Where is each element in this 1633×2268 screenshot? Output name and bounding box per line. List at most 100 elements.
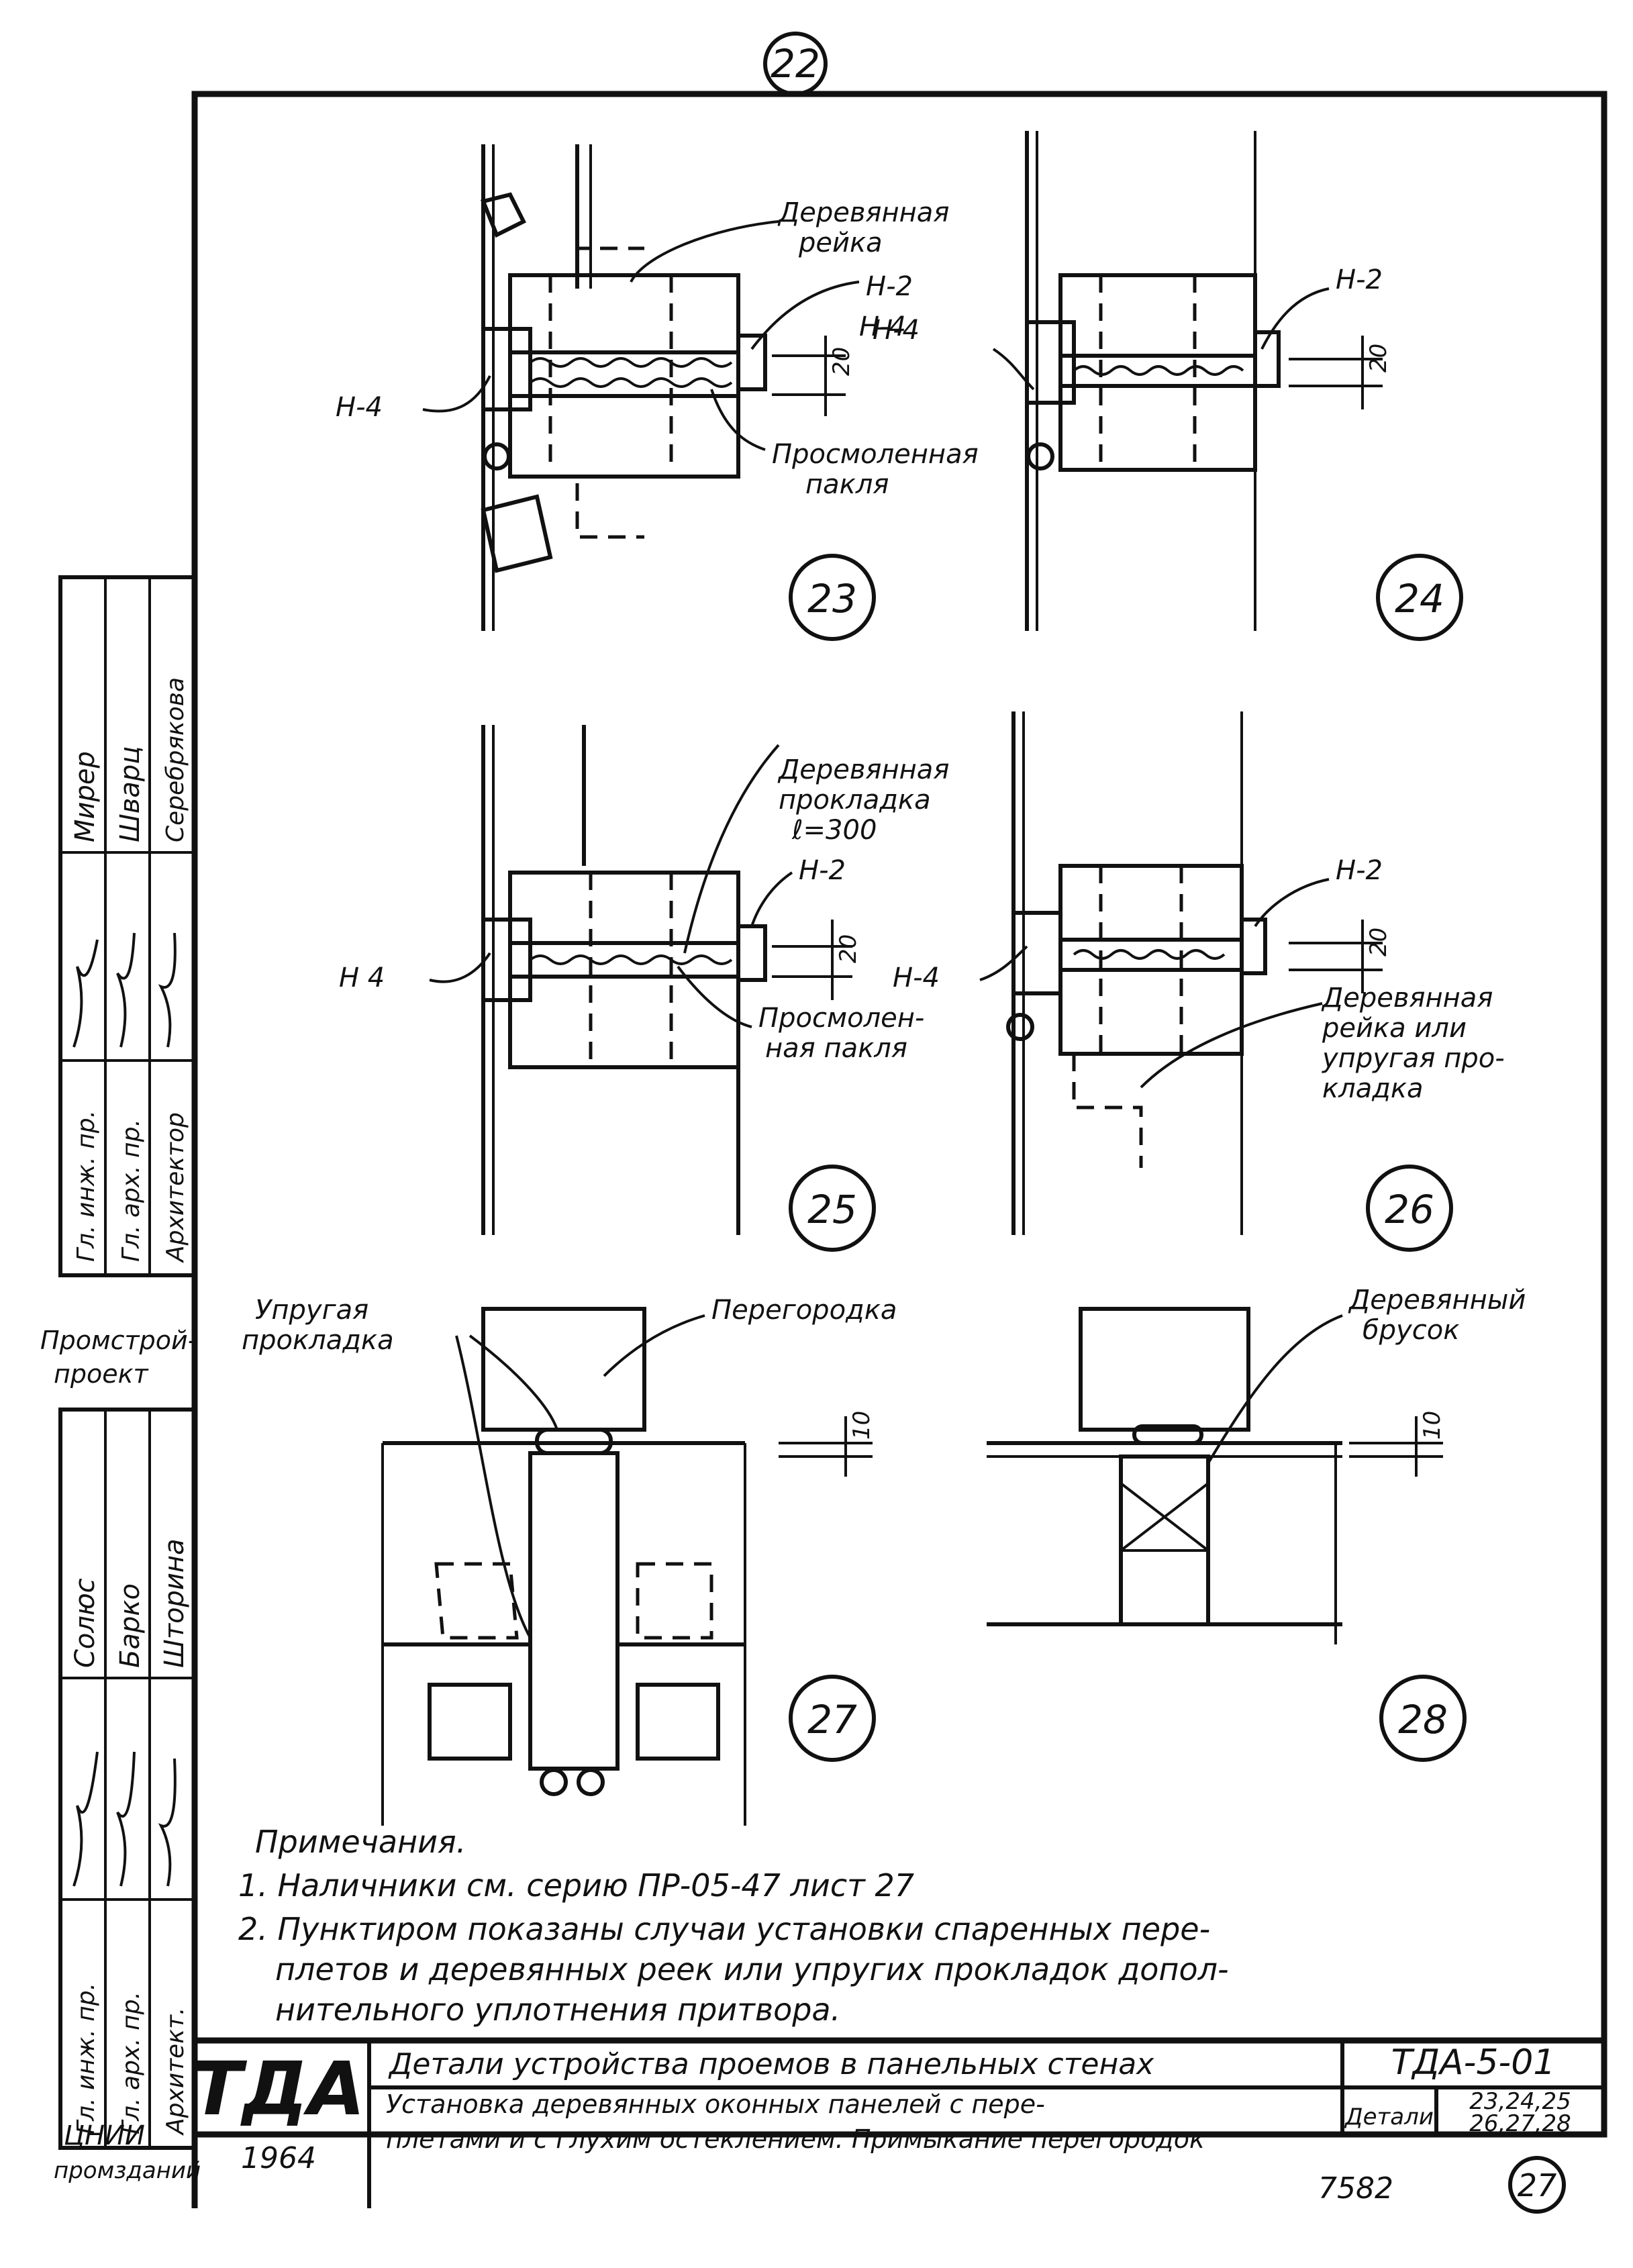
label-n2: Н-2 (799, 855, 846, 886)
label-elastic-pad-2: прокладка (242, 1325, 394, 1356)
org-promstroiproekt-2: проект (54, 1359, 150, 1389)
title-block: ТДА 1964 ЦНИИ промзданий Детали устройст… (54, 2037, 1604, 2208)
casing-n2 (736, 924, 767, 982)
casing-n2 (736, 334, 767, 391)
label-oakum-2: пакля (805, 469, 889, 500)
label-n4: Н 4 (339, 963, 385, 993)
casing-n4 (481, 918, 532, 1002)
stamp-frame (58, 1408, 197, 2150)
name-shtorina: Шторина (159, 1538, 190, 1668)
leader-line (750, 281, 860, 350)
label-n4-right: Н-4 (859, 311, 906, 342)
partition (1079, 1307, 1250, 1432)
detail-numbers-2: 26,27,28 (1469, 2110, 1571, 2137)
role-chief-architect: Гл. арх. пр. (117, 1119, 145, 1262)
label-elastic-pad: Упругая (255, 1295, 368, 1326)
name-solyus: Солюс (70, 1578, 101, 1668)
org-promstroiproekt: Промстрой- (40, 1326, 197, 1355)
leader-line (422, 375, 491, 413)
partition (481, 1307, 646, 1432)
title-main: Детали устройства проемов в панельных ст… (388, 2047, 1154, 2081)
series-code: ТДА-5-01 (1391, 2042, 1556, 2083)
stamp-number: 7582 (1318, 2171, 1393, 2206)
note-line-3: плетов и деревянных реек или упругих про… (275, 1951, 1229, 1987)
seal-cord (483, 442, 511, 471)
label-oakum: Просмолен- (758, 1003, 924, 1034)
casing-n4 (1025, 320, 1076, 405)
label-wooden-bar: Деревянный (1348, 1285, 1526, 1316)
detail-25-callout (789, 1165, 876, 1252)
leader-line (603, 1314, 705, 1377)
paired-sash-dashed (636, 1562, 713, 1640)
seal-cord (1026, 442, 1054, 471)
detail-26-number: 26 (1385, 1187, 1434, 1232)
paired-sash-dashed (434, 1562, 519, 1640)
seal-cord (540, 1768, 568, 1796)
name-shvarts: Шварц (115, 746, 146, 842)
role-chief-engineer: Гл. инж. пр. (72, 1110, 100, 1262)
side-stamp-upper: Гл. инж. пр. Гл. арх. пр. Архитектор Мир… (40, 575, 197, 1389)
label-n2: Н-2 (1336, 855, 1383, 886)
label-rail-or-pad: Деревянная (1321, 983, 1493, 1014)
dim-value: 20 (1365, 344, 1392, 373)
detail-24-number: 24 (1395, 576, 1444, 622)
detail-25-number: 25 (807, 1187, 857, 1232)
label-rail-or-pad-2: рейка или (1322, 1013, 1467, 1044)
note-line-4: нительного уплотнения притвора. (275, 1991, 840, 2028)
dim-value: 10 (1419, 1411, 1446, 1440)
paired-sash-dashed (1072, 1054, 1143, 1168)
sheet-number-bottom: 27 (1518, 2167, 1557, 2204)
oakum-fill (529, 357, 733, 368)
detail-25: 20 Деревянная прокладка ℓ=300 Н-2 Н 4 Пр… (339, 725, 949, 1252)
detail-24: 20 Н-2 Н-4 24 (873, 131, 1463, 641)
label-partition: Перегородка (711, 1295, 897, 1326)
seal-cord (577, 1768, 605, 1796)
sheet-number-circle (763, 32, 828, 96)
sash-profile-lower (481, 494, 553, 573)
oakum-fill (529, 954, 733, 965)
leader-line (1254, 878, 1330, 928)
leader-line (710, 389, 766, 451)
paired-sash-dashed (575, 483, 644, 539)
detail-27: 10 Упругая прокладка Перегородка 27 (242, 1295, 897, 1826)
org-name-2: промзданий (54, 2157, 201, 2184)
name-mirer: Мирер (70, 751, 101, 842)
page-number-circle (1508, 2156, 1566, 2214)
casing-n2 (1240, 918, 1267, 975)
wooden-bar-cross (1120, 1482, 1209, 1552)
elastic-pad (1132, 1424, 1203, 1445)
sash-profile (480, 192, 527, 238)
label-n2: Н-2 (866, 271, 913, 302)
leader-line (1207, 1314, 1343, 1465)
org-logo: ТДА (192, 2046, 365, 2132)
label-rail-or-pad-3: упругая про- (1322, 1043, 1505, 1074)
detail-27-number: 27 (807, 1697, 857, 1742)
notes-block: Примечания. 1. Наличники см. серию ПР-05… (238, 1824, 1229, 2028)
casing-n2 (1253, 330, 1281, 388)
detail-26: 20 Н-2 Н-4 Деревянная рейка или упругая … (893, 711, 1505, 1252)
leader-line (1260, 287, 1330, 350)
name-serebryakova: Серебрякова (162, 677, 189, 842)
leader-line (455, 1335, 532, 1638)
role-chief-architect: Гл. арх. пр. (117, 1991, 145, 2134)
seal-cord (1006, 1013, 1034, 1041)
leader-line (992, 348, 1035, 391)
detail-27-callout (789, 1675, 876, 1762)
oakum-fill (1073, 949, 1226, 960)
signature-marks (72, 932, 177, 1048)
name-barko: Барко (115, 1583, 146, 1668)
leader-line (429, 952, 491, 983)
sheet-number-top: 22 (771, 41, 820, 87)
dim-value: 20 (1365, 928, 1392, 956)
role-architect: Архитект. (162, 2008, 189, 2136)
note-line-1: 1. Наличники см. серию ПР-05-47 лист 27 (238, 1867, 914, 1904)
label-wooden-rail-2: рейка (798, 228, 883, 258)
org-name-1: ЦНИИ (64, 2120, 145, 2151)
dim-value: 20 (828, 347, 855, 376)
label-wooden-spacer: Деревянная (777, 754, 949, 785)
leader-line (1140, 1002, 1323, 1089)
paired-sash-dashed (575, 246, 644, 282)
sash-profile (428, 1683, 512, 1761)
panel-body (1058, 273, 1257, 472)
